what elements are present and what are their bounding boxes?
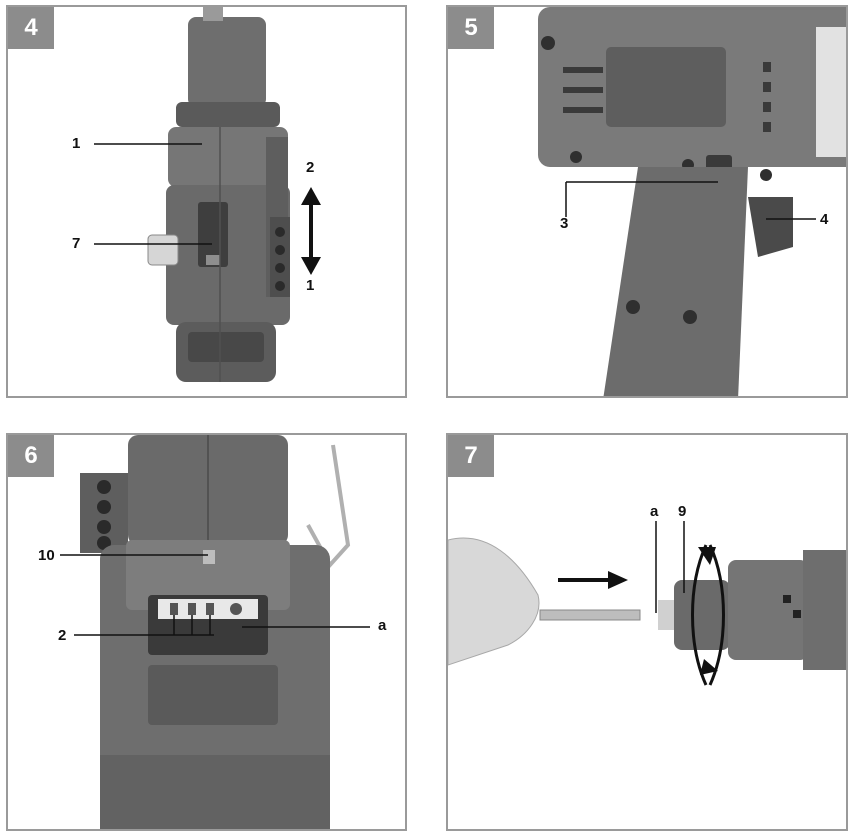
chuck-a-label: a: [650, 503, 659, 520]
direction-2-label: 2: [306, 159, 315, 176]
figure-5-number: 5: [448, 7, 494, 49]
part-7-label: 7: [72, 235, 81, 252]
figure-4-panel: 4 1 7 2 1: [6, 5, 407, 398]
indicator-a-label: a: [378, 617, 387, 634]
part-4-label: 4: [820, 211, 829, 228]
part-2-label: 2: [58, 627, 67, 644]
part-10-label: 10: [38, 547, 55, 564]
figure-7-number: 7: [448, 435, 494, 477]
battery-pack-illustration: [60, 435, 370, 829]
figure-4-number: 4: [8, 7, 54, 49]
figure-6-number: 6: [8, 435, 54, 477]
part-3-label: 3: [560, 215, 569, 232]
figure-5-panel: 5 3 4: [446, 5, 848, 398]
figure-6-panel: 6 10 2 a: [6, 433, 407, 831]
drill-top-view-illustration: [94, 7, 321, 382]
figure-7-panel: 7 a 9: [446, 433, 848, 831]
part-1-label: 1: [72, 135, 81, 152]
direction-1-label: 1: [306, 277, 315, 294]
part-9-label: 9: [678, 503, 687, 520]
drill-side-view-illustration: [538, 7, 846, 396]
drill-bit-insertion-illustration: [448, 521, 846, 686]
